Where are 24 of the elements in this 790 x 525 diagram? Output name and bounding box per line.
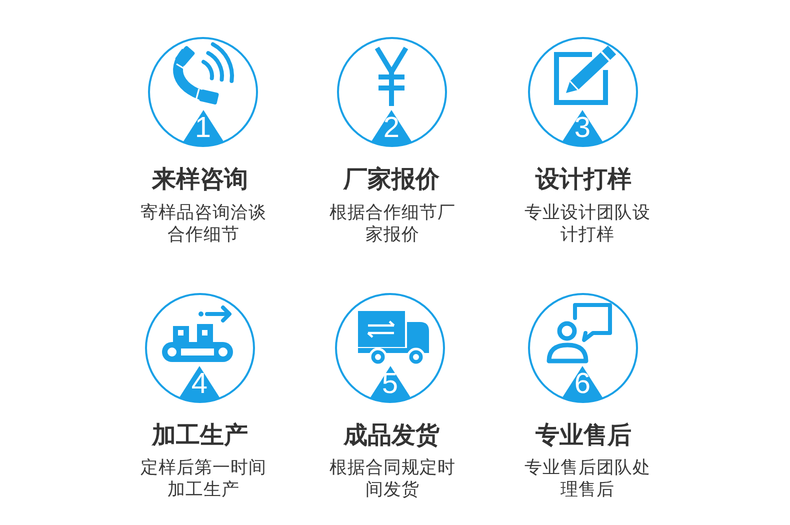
step-description: 专业售后团队处理售后 — [524, 457, 650, 501]
number-badge: 5 — [370, 366, 410, 402]
step-circle — [335, 292, 445, 402]
step-description: 根据合作细节厂家报价 — [330, 202, 456, 246]
number-badge: 6 — [562, 366, 603, 402]
step-circle — [528, 292, 638, 402]
step-description: 寄样品咨询洽谈合作细节 — [140, 202, 266, 246]
step-circle — [144, 292, 254, 402]
step-title: 来样咨询 — [152, 164, 248, 194]
step-circle — [336, 37, 446, 147]
step-title: 加工生产 — [152, 420, 248, 450]
step-title: 厂家报价 — [344, 164, 440, 194]
step-circle — [148, 37, 258, 147]
step-title: 专业售后 — [536, 420, 632, 450]
step-title: 设计打样 — [536, 164, 632, 194]
number-badge: 2 — [371, 110, 412, 146]
step-title: 成品发货 — [344, 420, 440, 450]
step-circle — [528, 37, 638, 147]
step-description: 定样后第一时间加工生产 — [140, 457, 266, 501]
step-description: 专业设计团队设计打样 — [524, 202, 650, 246]
number-badge: 1 — [182, 110, 224, 146]
number-badge: 4 — [179, 366, 220, 402]
step-description: 根据合同规定时间发货 — [330, 457, 456, 501]
number-badge: 3 — [562, 110, 603, 146]
